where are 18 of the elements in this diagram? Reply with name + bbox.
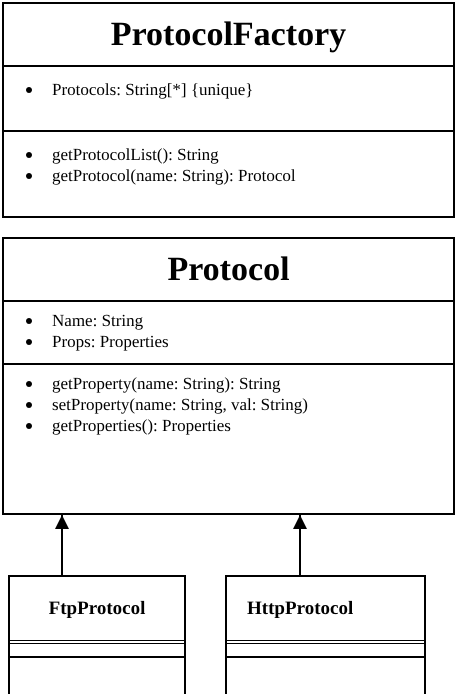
class-name: HttpProtocol [246,596,354,620]
member-text: Props: Properties [26,331,169,352]
inheritance-arrow [293,515,307,575]
member-text: getProtocolList(): String [26,144,219,165]
member-text: Protocols: String[*] {unique} [26,79,254,100]
member-text: setProperty(name: String, val: String) [26,394,308,415]
class-box [2,2,455,218]
class-box [2,237,455,515]
class-name: Protocol [166,250,291,290]
class-name: ProtocolFactory [110,14,348,54]
class-box [225,575,426,694]
member-text: getProperty(name: String): String [26,373,281,394]
member-text: Name: String [26,310,144,331]
member-text: getProtocol(name: String): Protocol [26,165,296,186]
class-box [8,575,186,694]
inheritance-arrow [55,515,69,575]
class-name: FtpProtocol [48,596,146,620]
member-text: getProperties(): Properties [26,415,231,436]
